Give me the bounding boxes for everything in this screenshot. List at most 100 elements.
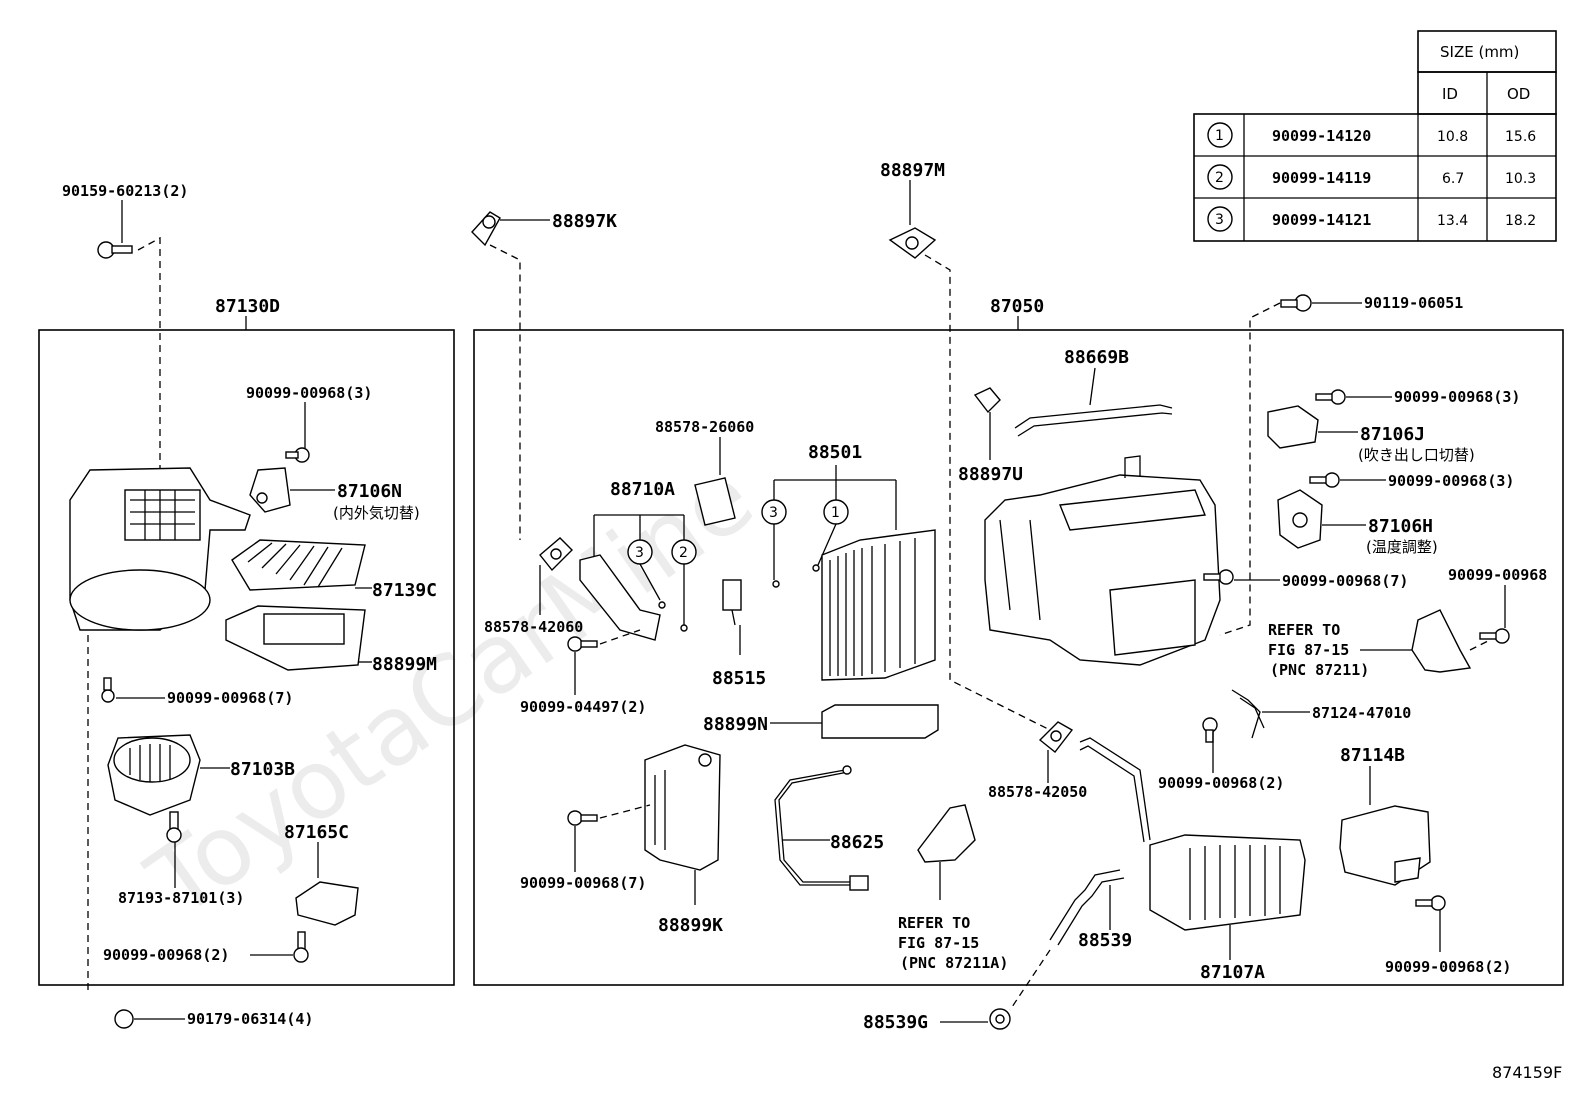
label-87114B: 87114B [1340,745,1405,766]
label-87165C: 87165C [284,822,349,843]
screw-icon [567,636,598,652]
label-87103B: 87103B [230,759,295,780]
label-88515: 88515 [712,668,766,689]
size-table-col-od: OD [1507,85,1530,103]
label-refer-a: REFER TO [898,914,970,932]
seal-block-icon [694,477,736,526]
label-87106J: 87106J [1360,424,1425,445]
screw-icon [1202,717,1218,743]
filter-case-icon [225,605,366,671]
resistor-icon [295,881,359,926]
sensor-wire-icon [774,765,869,891]
screw-icon [1415,895,1446,911]
label-90099-00968-7b: 90099-00968(7) [520,874,646,892]
label-87106H: 87106H [1368,516,1433,537]
label-90099-00968-2: 90099-00968(2) [103,946,229,964]
screw-icon [285,447,310,463]
label-90099-00968-3c: 90099-00968(3) [1388,472,1514,490]
note-87106J: (吹き出し口切替) [1358,446,1475,464]
callout-number: 3 [635,545,644,561]
bolt-icon [1280,294,1312,312]
label-88625: 88625 [830,832,884,853]
label-90159-60213: 90159-60213(2) [62,182,188,200]
label-88897M: 88897M [880,160,945,181]
label-90099-00968-3: 90099-00968(3) [246,384,372,402]
size-row-od: 10.3 [1505,171,1536,187]
label-refer-c: (PNC 87211A) [900,954,1008,972]
nut-icon [114,1009,134,1029]
label-refer2-a: REFER TO [1268,621,1340,639]
group-label-left: 87130D [215,296,280,317]
size-row-id: 10.8 [1437,129,1468,145]
label-88897U: 88897U [958,464,1023,485]
label-90099-00968-2c: 90099-00968(2) [1385,958,1511,976]
grommet-icon [989,1008,1011,1030]
label-87193-87101: 87193-87101(3) [118,889,244,907]
label-refer2-c: (PNC 87211) [1270,661,1369,679]
size-row-od: 18.2 [1505,213,1536,229]
callout-number: 3 [769,505,778,521]
servo-motor-icon [1277,489,1323,549]
label-87139C: 87139C [372,580,437,601]
label-88501: 88501 [808,442,862,463]
grommet-icon [471,211,501,247]
duct-icon [917,804,976,863]
size-row-part: 90099-14119 [1272,169,1371,187]
note-87106H: (温度調整) [1366,538,1438,556]
size-row-od: 15.6 [1505,129,1536,145]
drain-hose-icon [1014,404,1173,437]
label-88578-42050: 88578-42050 [988,783,1087,801]
pipe-icon [579,554,688,641]
heater-case-icon [984,455,1221,666]
servo-motor-icon [1267,405,1319,449]
label-90099-00968-7c: 90099-00968(7) [1282,572,1408,590]
servo-motor-icon [249,467,291,513]
grommet-icon [1038,721,1074,753]
label-88539G: 88539G [863,1012,928,1033]
size-table-col-id: ID [1442,85,1458,103]
size-row-number: 1 [1215,128,1224,144]
screw-icon [101,677,115,703]
size-row-number: 2 [1215,170,1224,186]
callout-number: 2 [679,545,688,561]
screw-icon [1315,389,1346,405]
hose-icon [1049,869,1125,946]
size-row-number: 3 [1215,212,1224,228]
label-87106N: 87106N [337,481,402,502]
size-row-id: 6.7 [1442,171,1464,187]
grommet-icon [539,537,573,572]
screw-icon [293,931,309,963]
note-87106N: (内外気切替) [333,504,420,522]
label-88899N: 88899N [703,714,768,735]
size-table-header: SIZE (mm) [1440,43,1519,61]
blower-motor-icon [107,734,201,816]
group-label-right: 87050 [990,296,1044,317]
screw-icon [1479,628,1510,644]
label-88899K: 88899K [658,915,723,936]
heater-core-icon [1079,737,1306,931]
clip-icon [1231,689,1265,739]
label-87107A: 87107A [1200,962,1265,983]
label-refer-b: FIG 87-15 [898,934,979,952]
size-table: SIZE (mm) ID OD 1 90099-14120 10.8 15.6 … [1193,30,1557,242]
figure-id: 874159F [1492,1063,1562,1082]
label-87124-47010: 87124-47010 [1312,704,1411,722]
label-90099-00968-7: 90099-00968(7) [167,689,293,707]
label-88710A: 88710A [610,479,675,500]
evaporator-icon [821,529,936,681]
size-row-id: 13.4 [1437,213,1468,229]
filter-icon [231,539,366,591]
label-90179-06314: 90179-06314(4) [187,1010,313,1028]
control-module-icon [1339,805,1431,886]
bolt-icon [97,241,133,259]
case-half-icon [644,744,721,871]
label-90099-00968-2b: 90099-00968(2) [1158,774,1284,792]
label-90099-00968: 90099-00968 [1448,566,1547,584]
callout-number: 1 [831,505,840,521]
blower-housing-icon [69,467,251,631]
duct-icon [1411,609,1472,673]
screw-icon [1309,472,1340,488]
label-88899M: 88899M [372,654,437,675]
label-88578-42060: 88578-42060 [484,618,583,636]
